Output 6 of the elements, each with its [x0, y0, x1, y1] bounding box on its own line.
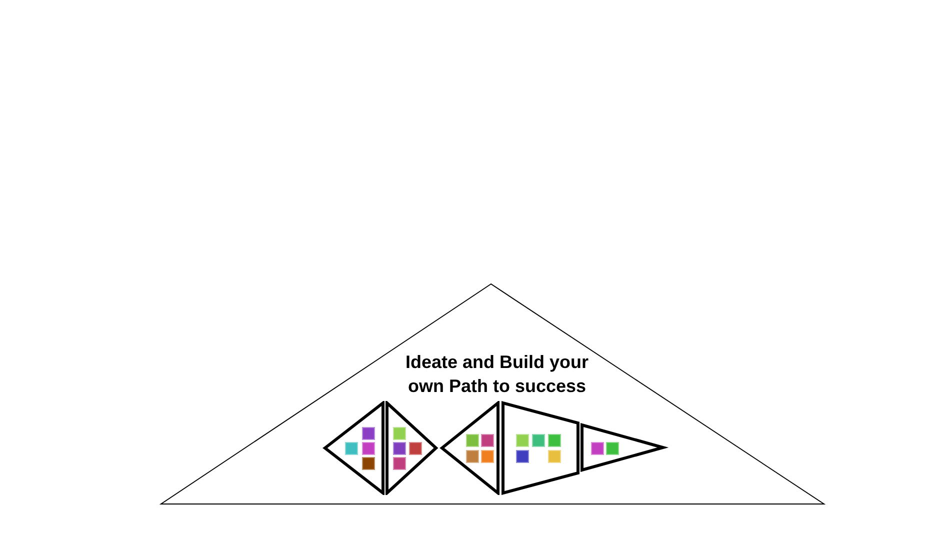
triangle-shape	[322, 401, 385, 495]
heading-text: Ideate and Build your own Path to success	[405, 352, 589, 396]
trapezoid-shape	[501, 401, 580, 495]
triangle-shape	[439, 401, 500, 495]
triangle-shape	[385, 401, 439, 495]
triangle-shape	[580, 423, 670, 472]
